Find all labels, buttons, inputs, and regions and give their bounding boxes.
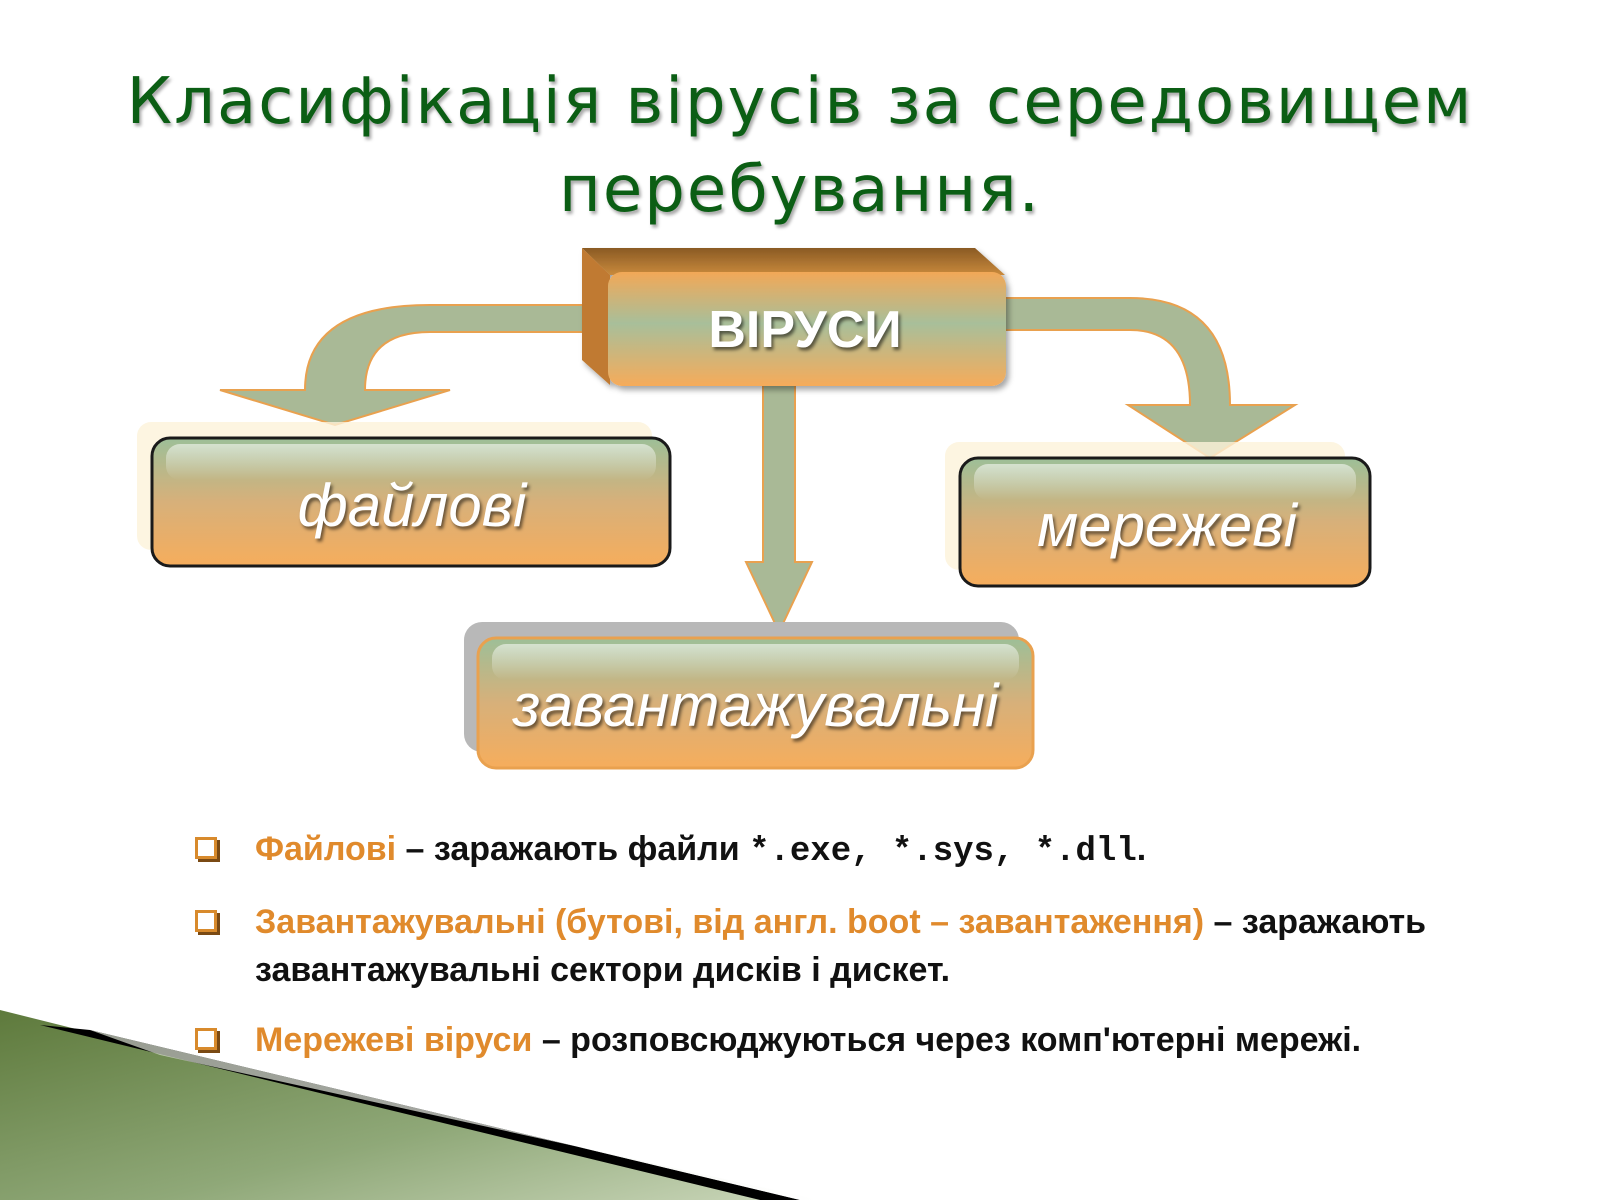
checkbox-bullet-icon: [195, 910, 217, 932]
checkbox-bullet-icon: [195, 837, 217, 859]
slide-title: Класифікація вірусів за середовищем пере…: [100, 58, 1500, 234]
arrow-to-boot-viruses: [744, 384, 814, 635]
network-viruses-label: мережеві: [1037, 491, 1297, 559]
bullet-item-network-viruses: Мережеві віруси – розповсюджуються через…: [195, 1016, 1575, 1064]
slide-title-line1: Класифікація вірусів за середовищем: [126, 65, 1474, 139]
bullet-end: .: [1136, 830, 1147, 868]
bullet-term: Файлові: [255, 830, 397, 868]
file-viruses-label: файлові: [297, 471, 527, 539]
bullet-term: Мережеві віруси: [255, 1021, 533, 1059]
node-network-viruses: [945, 442, 1372, 588]
node-file-viruses: [137, 422, 672, 568]
bullet-text: – розповсюджуються через комп'ютерні мер…: [532, 1021, 1362, 1059]
arrow-to-network-viruses: [1004, 297, 1299, 460]
bullet-list: Файлові – заражають файли *.exe, *.sys, …: [195, 825, 1575, 1086]
bullet-item-boot-viruses: Завантажувальні (бутові, від англ. boot …: [195, 898, 1575, 994]
bullet-item-file-viruses: Файлові – заражають файли *.exe, *.sys, …: [195, 825, 1575, 876]
node-boot-viruses: [464, 622, 1035, 770]
checkbox-bullet-icon: [195, 1028, 217, 1050]
bullet-text: – заражають завантажувальні сектори диск…: [255, 903, 1427, 989]
bullet-term: Завантажувальні (бутові, від англ. boot …: [255, 903, 1205, 941]
slide-title-line2: перебування.: [558, 153, 1042, 227]
root-node-label: ВІРУСИ: [708, 301, 902, 359]
arrow-to-file-viruses: [219, 304, 591, 427]
boot-viruses-label: завантажувальні: [512, 671, 999, 739]
bullet-code: *.exe, *.sys, *.dll: [749, 833, 1137, 871]
bullet-text: – заражають файли: [396, 830, 750, 868]
root-node-viruses: [582, 248, 1006, 386]
